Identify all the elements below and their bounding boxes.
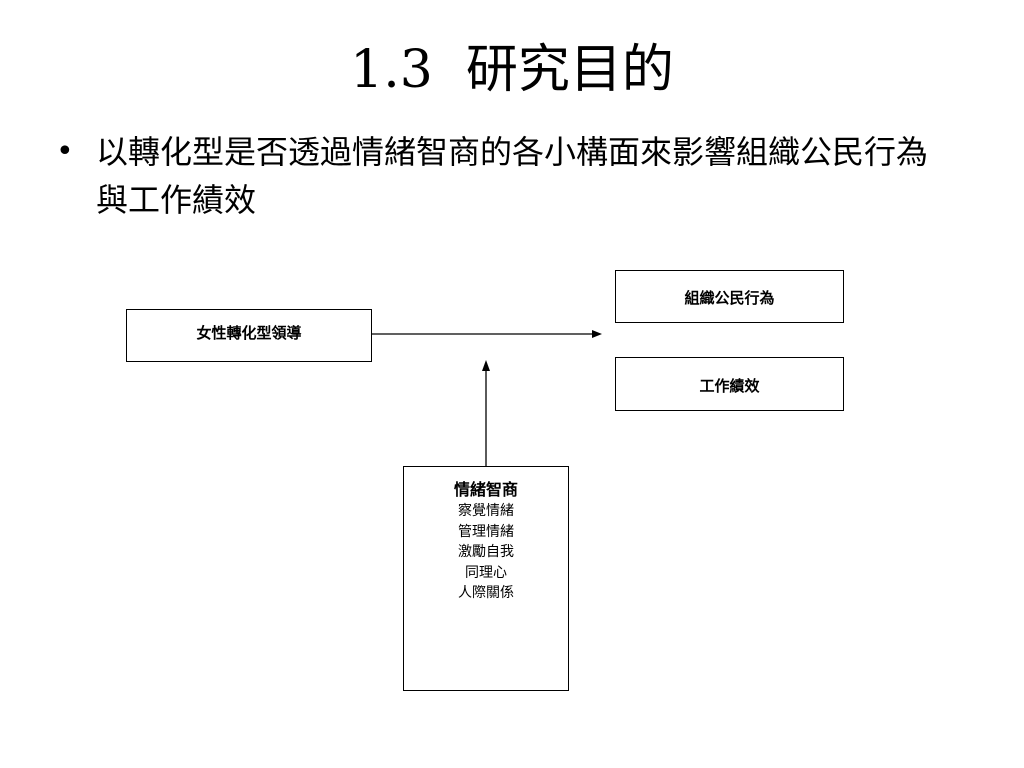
arrowhead-right [592,330,602,338]
ei-dimension-item: 人際關係 [458,585,514,601]
performance-box: 工作績效 [615,357,844,411]
ei-dimension-item: 激勵自我 [458,544,514,560]
emotional-intelligence-box: 情緒智商 察覺情緒 管理情緒 激勵自我 同理心 人際關係 [403,466,569,691]
leadership-label: 女性轉化型領導 [196,324,302,342]
ei-dimension-item: 同理心 [465,564,507,581]
ei-title: 情緒智商 [453,480,518,499]
citizenship-label: 組織公民行為 [684,289,775,307]
leadership-box: 女性轉化型領導 [126,309,372,362]
bullet-dot: • [56,134,74,169]
arrowhead-up [482,360,490,371]
bullet-text: 以轉化型是否透過情緒智商的各小構面來影響組織公民行為與工作績效 [96,133,929,219]
ei-dimension-item: 察覺情緒 [458,503,514,519]
citizenship-box: 組織公民行為 [615,270,844,323]
performance-label: 工作績效 [699,377,760,395]
ei-dimension-list: 察覺情緒 管理情緒 激勵自我 同理心 人際關係 [404,501,568,604]
slide-title: 1.3 研究目的 [350,40,674,100]
ei-dimension-item: 管理情緒 [458,523,514,540]
